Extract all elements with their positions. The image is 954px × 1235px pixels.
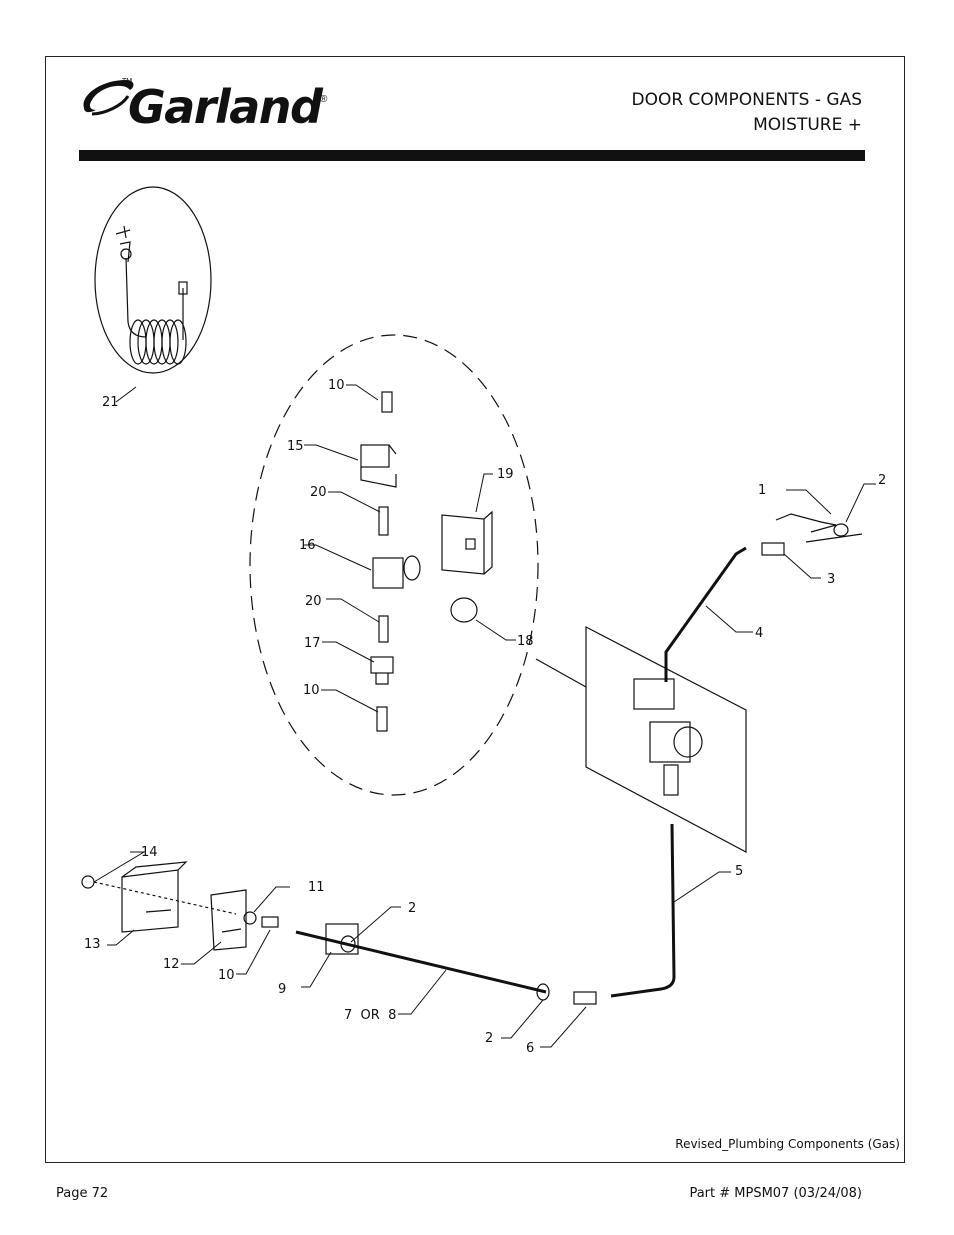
callout-4: 4 — [755, 626, 763, 641]
callout-5: 5 — [735, 864, 743, 879]
leader-oval-to-assembly — [535, 658, 587, 688]
part-number: Part # MPSM07 (03/24/08) — [689, 1186, 862, 1201]
brand-name: Garland — [128, 80, 323, 134]
callout-6: 6 — [526, 1041, 534, 1056]
callout-10-top: 10 — [328, 378, 345, 393]
callout-11: 11 — [308, 880, 325, 895]
fitting-10-lower — [261, 916, 279, 928]
callout-2-top: 2 — [878, 473, 886, 488]
header-rule — [79, 150, 865, 161]
swoosh-icon — [83, 80, 134, 116]
solenoid-15 — [360, 444, 397, 488]
callout-3: 3 — [827, 572, 835, 587]
plate-12 — [210, 889, 247, 951]
callout-19: 19 — [497, 467, 514, 482]
valve-16 — [372, 555, 421, 589]
callout-15: 15 — [287, 439, 304, 454]
callout-17: 17 — [304, 636, 321, 651]
callout-20-bottom: 20 — [305, 594, 322, 609]
valve-assembly — [633, 678, 703, 796]
nipple-20-bottom — [378, 615, 389, 643]
title-line-1: DOOR COMPONENTS - GAS — [631, 90, 862, 110]
callout-18: 18 — [517, 634, 534, 649]
callout-7-or-8: 7 OR 8 — [344, 1008, 396, 1023]
callout-2-mid: 2 — [408, 901, 416, 916]
elbow-6 — [573, 991, 597, 1005]
exploded-parts-diagram: 21 10 15 20 16 20 17 10 19 18 1 2 3 4 5 … — [81, 186, 886, 1056]
callout-14: 14 — [141, 845, 158, 860]
brand-logo: TM Garland ® — [78, 72, 338, 142]
callout-16: 16 — [299, 538, 316, 553]
callout-1: 1 — [758, 483, 766, 498]
page-number: Page 72 — [56, 1186, 109, 1201]
callout-12: 12 — [163, 957, 180, 972]
tube-4 — [664, 546, 747, 682]
pilot-1-assembly — [775, 513, 863, 543]
housing-9 — [325, 923, 359, 955]
trademark-mark: TM — [122, 78, 133, 85]
coil-tube-assembly — [115, 225, 188, 365]
detail-oval-21 — [94, 186, 212, 374]
callout-10-mid: 10 — [303, 683, 320, 698]
knob-14 — [81, 875, 95, 889]
callout-10-bottom: 10 — [218, 968, 235, 983]
title-line-2: MOISTURE + — [753, 115, 862, 135]
diagram-caption: Revised_Plumbing Components (Gas) — [675, 1137, 900, 1151]
alignment-line — [93, 881, 237, 915]
knob-18 — [450, 597, 478, 623]
nipple-20-top — [378, 506, 389, 536]
callout-13: 13 — [84, 937, 101, 952]
detail-oval-valve — [249, 334, 539, 796]
fitting-10-bottom — [376, 706, 388, 732]
bracket-19 — [441, 510, 493, 575]
callout-20-top: 20 — [310, 485, 327, 500]
callout-21: 21 — [102, 395, 119, 410]
registered-mark: ® — [320, 94, 328, 105]
box-13 — [121, 861, 188, 933]
callout-2-bottom: 2 — [485, 1031, 493, 1046]
callout-9: 9 — [278, 982, 286, 997]
tube-5 — [610, 823, 676, 998]
washer-11 — [243, 911, 257, 925]
valve-assembly-frame — [585, 626, 747, 853]
tee-17 — [370, 656, 394, 685]
page-frame — [45, 56, 905, 1163]
rod-7-or-8 — [295, 930, 547, 994]
fitting-10-top — [381, 391, 393, 413]
fitting-3 — [761, 542, 785, 556]
page-title: DOOR COMPONENTS - GAS MOISTURE + — [631, 88, 862, 138]
